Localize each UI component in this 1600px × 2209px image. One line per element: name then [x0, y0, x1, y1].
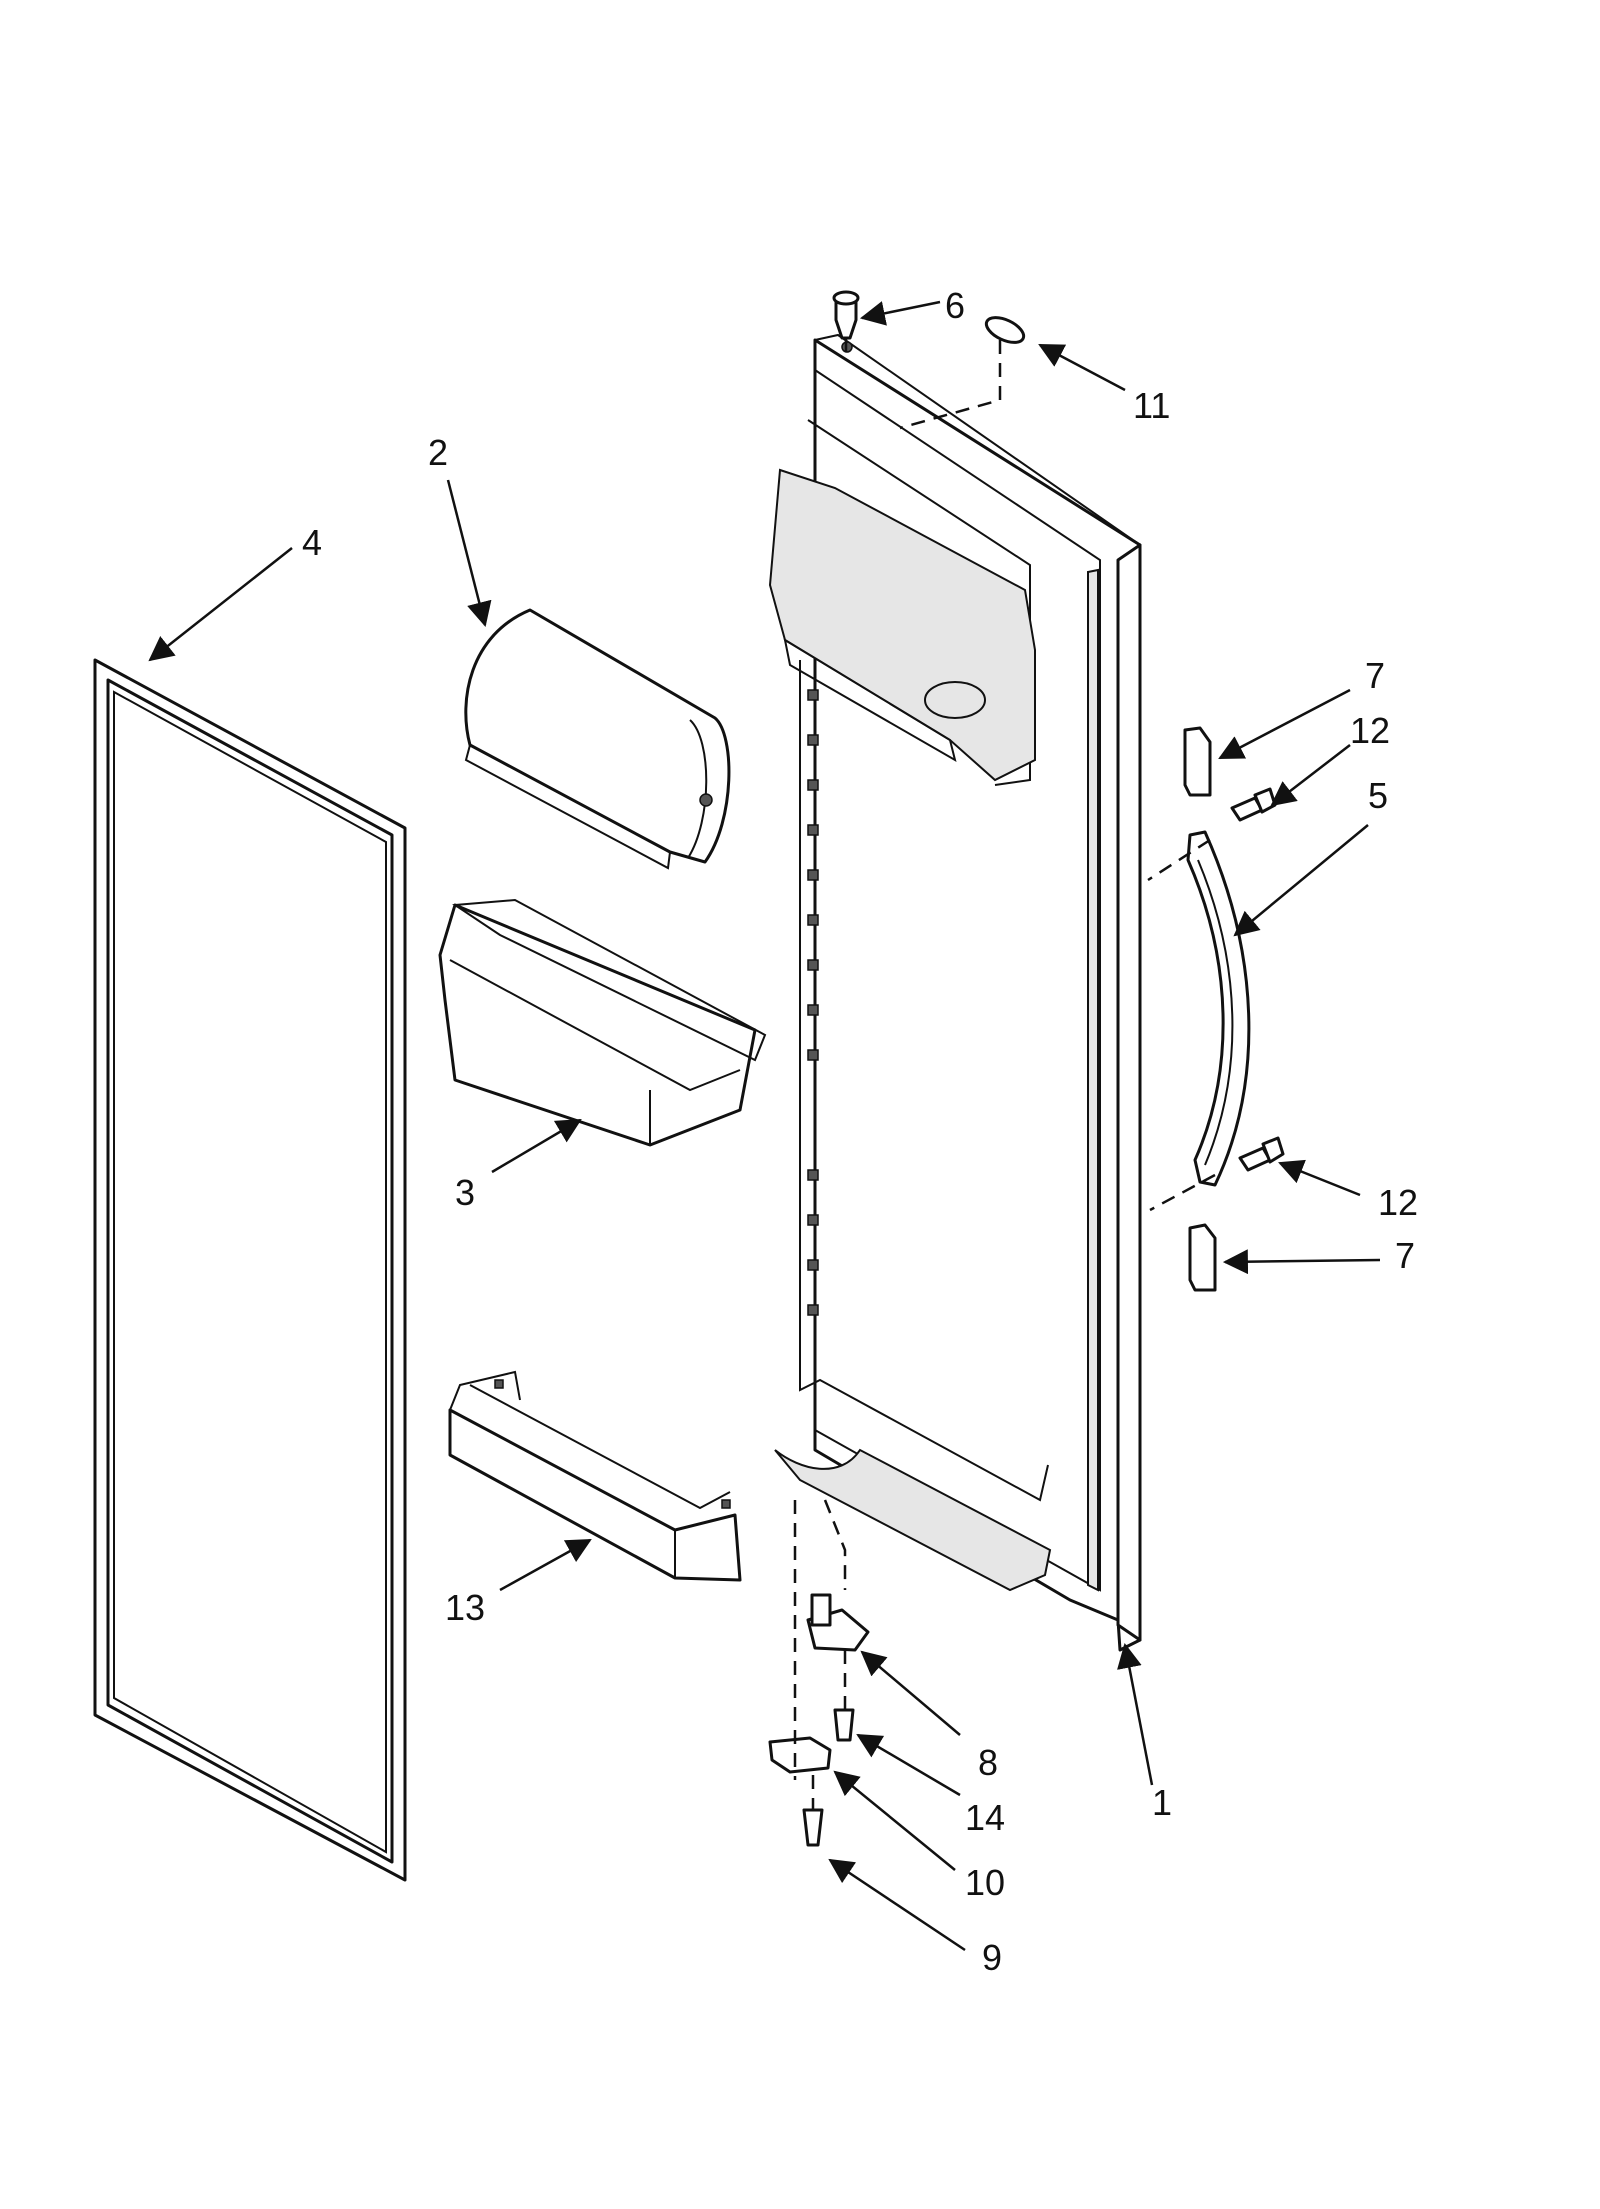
- door-gasket: [93, 658, 407, 1882]
- door-assembly: [768, 333, 1142, 1652]
- callout-labels: 4 2 3 13 6 11 7 12 5 12 7 1 8 14 10 9: [302, 285, 1418, 1978]
- callout-4: 4: [302, 522, 322, 563]
- handle-part: [1186, 830, 1251, 1187]
- lower-door-bin-part: [448, 1370, 742, 1582]
- leader-lines: [148, 300, 1381, 1952]
- ring-part: [984, 316, 1026, 344]
- callout-11: 11: [1133, 385, 1170, 426]
- callout-1: 1: [1152, 1782, 1172, 1823]
- shelf-stops: [807, 689, 819, 1316]
- plug-part: [832, 290, 860, 340]
- callout-14: 14: [965, 1797, 1005, 1838]
- screw-upper: [1230, 787, 1277, 822]
- hinge-pin-part: [806, 1593, 870, 1652]
- end-cap-lower: [1188, 1223, 1217, 1292]
- callout-5: 5: [1368, 775, 1388, 816]
- callout-7-upper: 7: [1365, 655, 1385, 696]
- screw-14: [833, 1708, 855, 1742]
- alignment-lines: [793, 338, 1216, 1810]
- callout-10: 10: [965, 1862, 1005, 1903]
- callout-12-lower: 12: [1378, 1182, 1418, 1223]
- callout-13: 13: [445, 1587, 485, 1628]
- end-cap-upper: [1183, 726, 1212, 797]
- screw-9: [802, 1808, 824, 1847]
- callout-12-upper: 12: [1350, 710, 1390, 751]
- door-bin-part: [438, 898, 767, 1147]
- callout-2: 2: [428, 432, 448, 473]
- callout-9: 9: [982, 1937, 1002, 1978]
- callout-7-lower: 7: [1395, 1235, 1415, 1276]
- callout-6: 6: [945, 285, 965, 326]
- screw-lower: [1238, 1136, 1285, 1172]
- callout-3: 3: [455, 1172, 475, 1213]
- callout-8: 8: [978, 1742, 998, 1783]
- dairy-door-part: [464, 608, 731, 870]
- hinge-bracket-part: [768, 1736, 832, 1774]
